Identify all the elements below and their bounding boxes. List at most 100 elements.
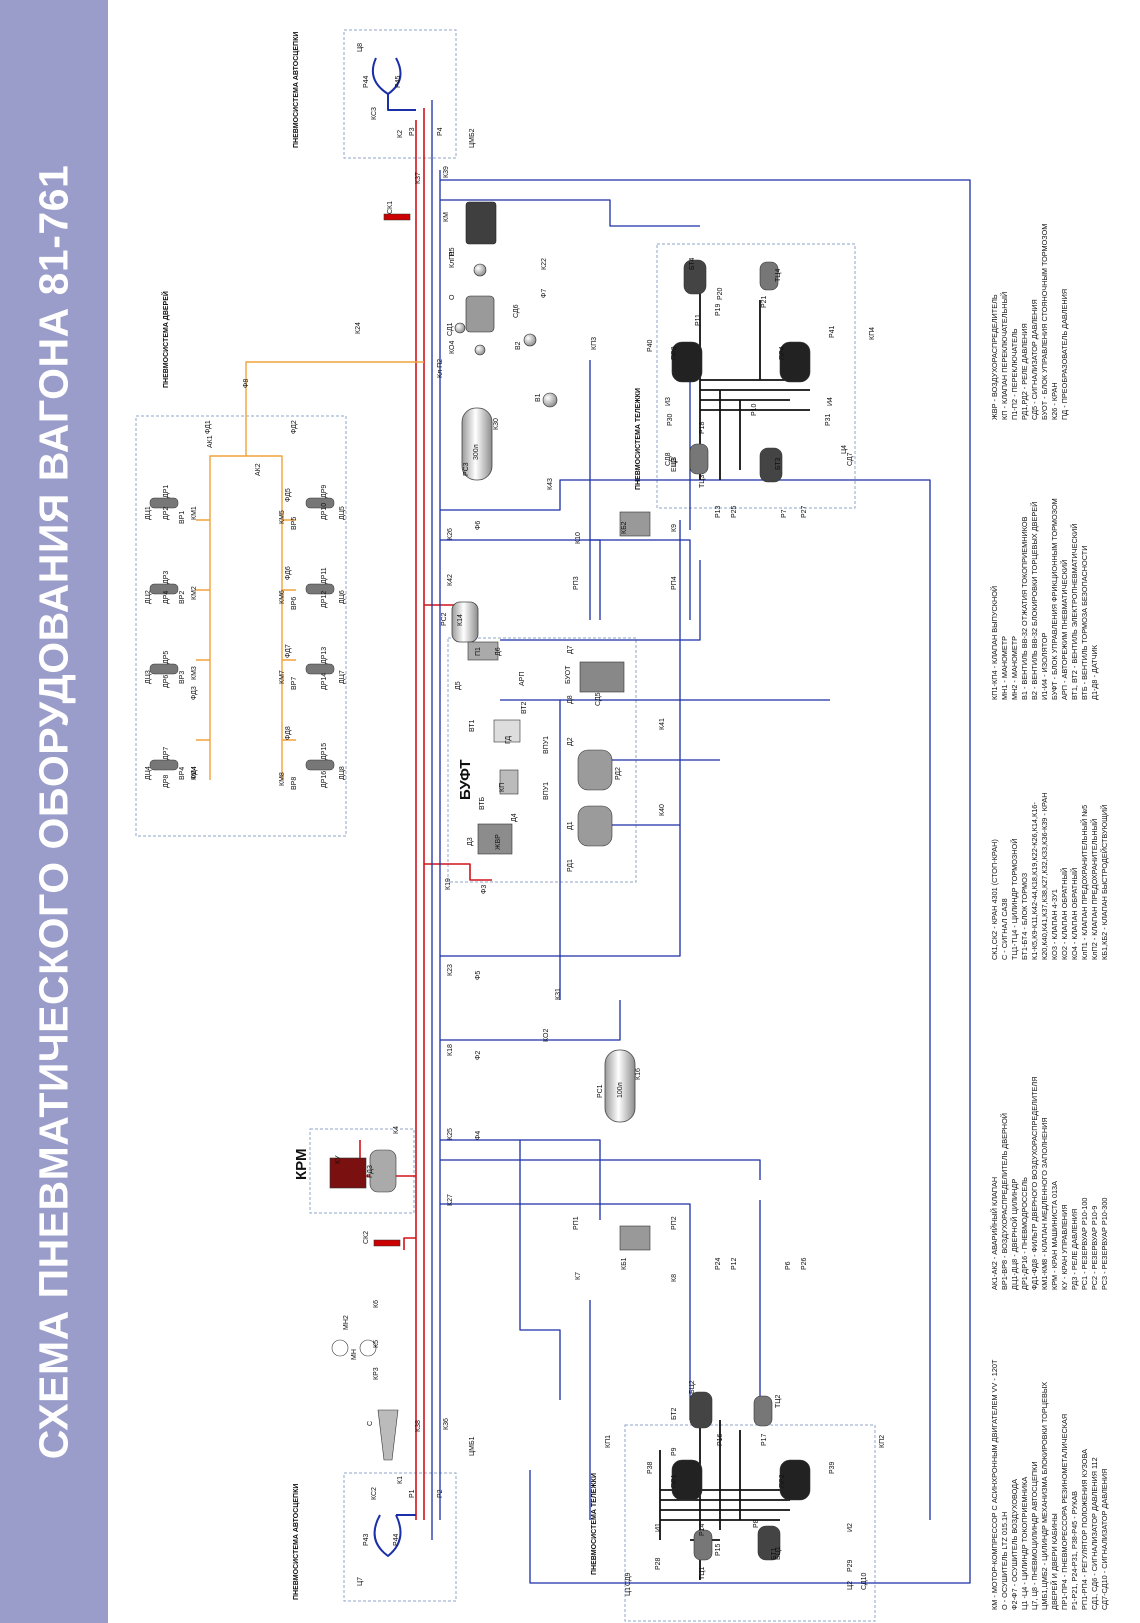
- buft-rd1: [577, 805, 613, 847]
- label-tc2: ТЦ2: [775, 1395, 782, 1408]
- label-fd2: ФД2: [291, 420, 298, 434]
- label-p16: Р16: [717, 1433, 724, 1446]
- bogie-bottom-bt2: [689, 1391, 713, 1429]
- label-vr5: ВР5: [291, 517, 298, 530]
- label-buot: БУОТ: [565, 665, 572, 684]
- label-d7: Д7: [567, 645, 574, 654]
- bogie-top-bt3: [759, 447, 783, 483]
- label-dr14: ДР14: [321, 673, 328, 690]
- door-system-frame: [135, 415, 347, 837]
- label-km8: КМ8: [279, 772, 286, 786]
- label-tc3: ТЦ3: [699, 475, 706, 488]
- buft-kp: [499, 769, 519, 795]
- stop-crank-sk1: [383, 213, 411, 221]
- brake-line-lower: [440, 1139, 761, 1520]
- label-p4: Р4: [437, 127, 444, 136]
- bogie-bottom-frame: [624, 1424, 876, 1622]
- door-cylinder-dc4: [149, 759, 179, 771]
- label-c2: Ц2: [847, 1581, 854, 1590]
- label-vpu1a: ВПУ1: [543, 782, 550, 800]
- bogie-top-pr3: [671, 341, 703, 383]
- label-bc3: ЕЦ3: [671, 458, 678, 472]
- label-k36: К36: [443, 1418, 450, 1430]
- label-pr4: ПР4: [779, 346, 786, 360]
- label-p41: Р41: [829, 325, 836, 338]
- label-sd10: СД10: [861, 1572, 868, 1590]
- bogie-bottom-devices: [619, 1225, 811, 1561]
- label-ku: КУ: [335, 1155, 342, 1164]
- label-p5: Р5: [449, 247, 456, 256]
- label-sd1: СД1: [447, 322, 454, 336]
- door-cylinder-dc3: [149, 663, 179, 675]
- label-dr10: ДР10: [321, 503, 328, 520]
- label-c1: Ц1: [625, 1587, 632, 1596]
- label-dr5: ДР5: [163, 651, 170, 664]
- label-kp4: КП4: [869, 327, 876, 340]
- label-dc6: ДЦ6: [339, 590, 346, 604]
- label-sd5: СД5: [595, 692, 602, 706]
- label-c4: Ц4: [841, 445, 848, 454]
- label-p13: Р13: [715, 505, 722, 518]
- tanks: [451, 407, 636, 1123]
- label-k27: К27: [447, 1194, 454, 1206]
- label-p3: Р3: [409, 127, 416, 136]
- label-kp_box: П1: [475, 647, 482, 656]
- bogie-bottom-tc1: [693, 1529, 713, 1561]
- label-f2: Ф2: [475, 1051, 482, 1060]
- reservoir-rs1: [604, 1049, 636, 1123]
- label-sk1: СК1: [387, 201, 394, 214]
- door-cylinder-dc1: [149, 497, 179, 509]
- label-sd8: СД8: [665, 452, 672, 466]
- label-dr8: ДР8: [163, 775, 170, 788]
- label-p30: Р30: [667, 413, 674, 426]
- coupler-bottom-frame: [343, 1472, 457, 1602]
- label-p20: Р20: [717, 287, 724, 300]
- label-k4: К4: [393, 1126, 400, 1134]
- buft-buot: [579, 661, 625, 693]
- label-ko2: КО2: [543, 1029, 550, 1042]
- label-kp: КП: [499, 783, 506, 792]
- label-p29: Р29: [847, 1559, 854, 1572]
- label-pr1: ПР1: [671, 1474, 678, 1488]
- gauge-mn2: [331, 1339, 349, 1357]
- reservoir-rs3: [461, 407, 493, 481]
- label-k8: К8: [671, 1274, 678, 1282]
- label-vr4: ВР4: [179, 767, 186, 780]
- label-k38: К38: [415, 1420, 422, 1432]
- label-kb2: КБ2: [621, 521, 628, 534]
- door-cylinder-dc5: [305, 497, 335, 509]
- label-mn2: МН2: [343, 1315, 350, 1330]
- label-i3: И3: [665, 397, 672, 406]
- label-k10: К10: [575, 532, 582, 544]
- label-bt3: БТ3: [775, 457, 782, 470]
- label-bc2: БЦ2: [689, 1380, 696, 1394]
- label-p11: Р11: [695, 314, 702, 326]
- label-k30: К30: [493, 418, 500, 430]
- label-p28: Р28: [655, 1557, 662, 1570]
- label-i4: И4: [827, 397, 834, 406]
- label-tc1: ТЦ1: [699, 1567, 706, 1580]
- bogie-top-devices: [619, 259, 811, 537]
- label-b2: В2: [515, 341, 522, 350]
- label-dr2: ДР2: [163, 507, 170, 520]
- label-dc3: ДЦ3: [145, 670, 152, 684]
- label-p31: Р31: [825, 413, 832, 426]
- label-o: О: [449, 294, 456, 300]
- label-p40: Р40: [647, 339, 654, 352]
- section-coupler-bottom: ПНЕВМОСИСТЕМА АВТОСЦЕПКИ: [293, 1484, 300, 1600]
- label-vr6: ВР6: [291, 597, 298, 610]
- label-km1: КМ1: [191, 506, 198, 520]
- buft-rd2: [577, 749, 613, 791]
- label-d3: Д3: [467, 837, 474, 846]
- bogie-top-tc4: [759, 261, 779, 291]
- label-zhvr: ЖВР: [495, 834, 502, 850]
- label-bt4: БТ4: [689, 257, 696, 270]
- label-kp1: КП1: [605, 1435, 612, 1448]
- label-km2: КМ2: [191, 586, 198, 600]
- motor-compressor-km: [465, 201, 497, 245]
- section-bogie-bottom: ПНЕВМОСИСТЕМА ТЕЛЕЖКИ: [591, 1473, 598, 1575]
- label-rd3: РД3: [367, 1165, 374, 1178]
- label-k1: К1: [397, 1476, 404, 1484]
- label-k43: К43: [547, 478, 554, 490]
